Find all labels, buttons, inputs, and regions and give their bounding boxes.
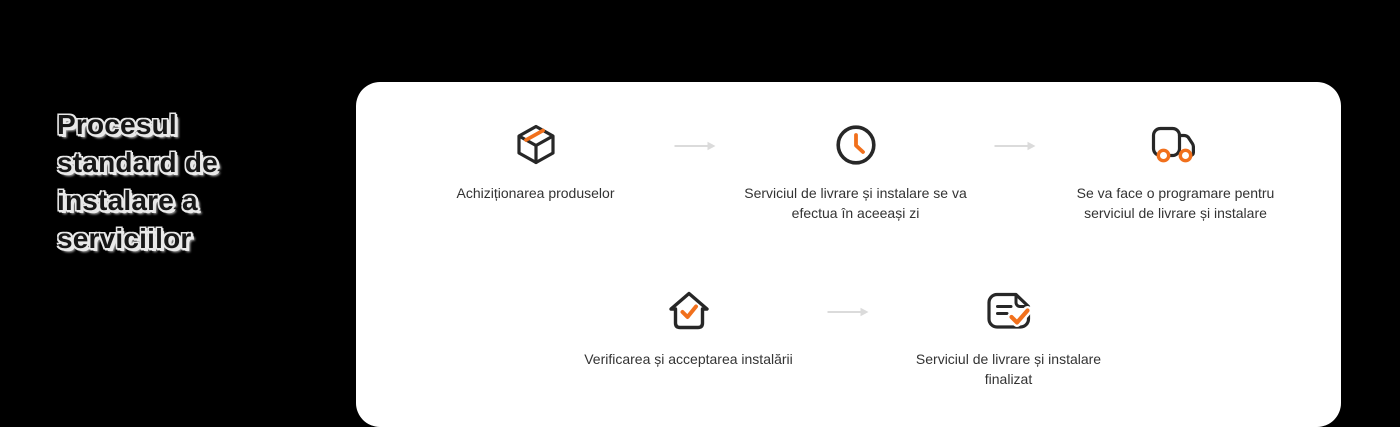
step-2-same-day: Serviciul de livrare și instalare se va … bbox=[716, 120, 996, 223]
document-check-icon bbox=[984, 286, 1034, 336]
step-5-label: Serviciul de livrare și instalare finali… bbox=[915, 351, 1102, 387]
arrow-right-icon bbox=[827, 306, 869, 318]
step-4-label: Verificarea și acceptarea instalării bbox=[584, 351, 793, 367]
house-check-icon bbox=[666, 286, 712, 336]
section-title: Procesul standard de instalare a servici… bbox=[57, 109, 218, 254]
step-1-label: Achiziționarea produselor bbox=[456, 185, 615, 201]
steps-row-2: Verificarea și acceptarea instalării Ser… bbox=[356, 286, 1341, 389]
step-5-finalized: Serviciul de livrare și instalare finali… bbox=[869, 286, 1149, 389]
step-3-label: Se va face o programare pentru serviciul… bbox=[1076, 185, 1275, 221]
step-4-verification: Verificarea și acceptarea instalării bbox=[549, 286, 829, 369]
truck-icon bbox=[1150, 120, 1202, 170]
steps-row-1: Achiziționarea produselor Serviciul de l… bbox=[356, 120, 1341, 223]
clock-icon bbox=[833, 120, 879, 170]
step-1-purchase: Achiziționarea produselor bbox=[396, 120, 676, 203]
package-icon bbox=[512, 120, 560, 170]
step-3-scheduling: Se va face o programare pentru serviciul… bbox=[1036, 120, 1316, 223]
step-2-label: Serviciul de livrare și instalare se va … bbox=[744, 185, 967, 221]
arrow-right-icon bbox=[674, 140, 716, 152]
process-card: Achiziționarea produselor Serviciul de l… bbox=[356, 82, 1341, 427]
arrow-right-icon bbox=[994, 140, 1036, 152]
